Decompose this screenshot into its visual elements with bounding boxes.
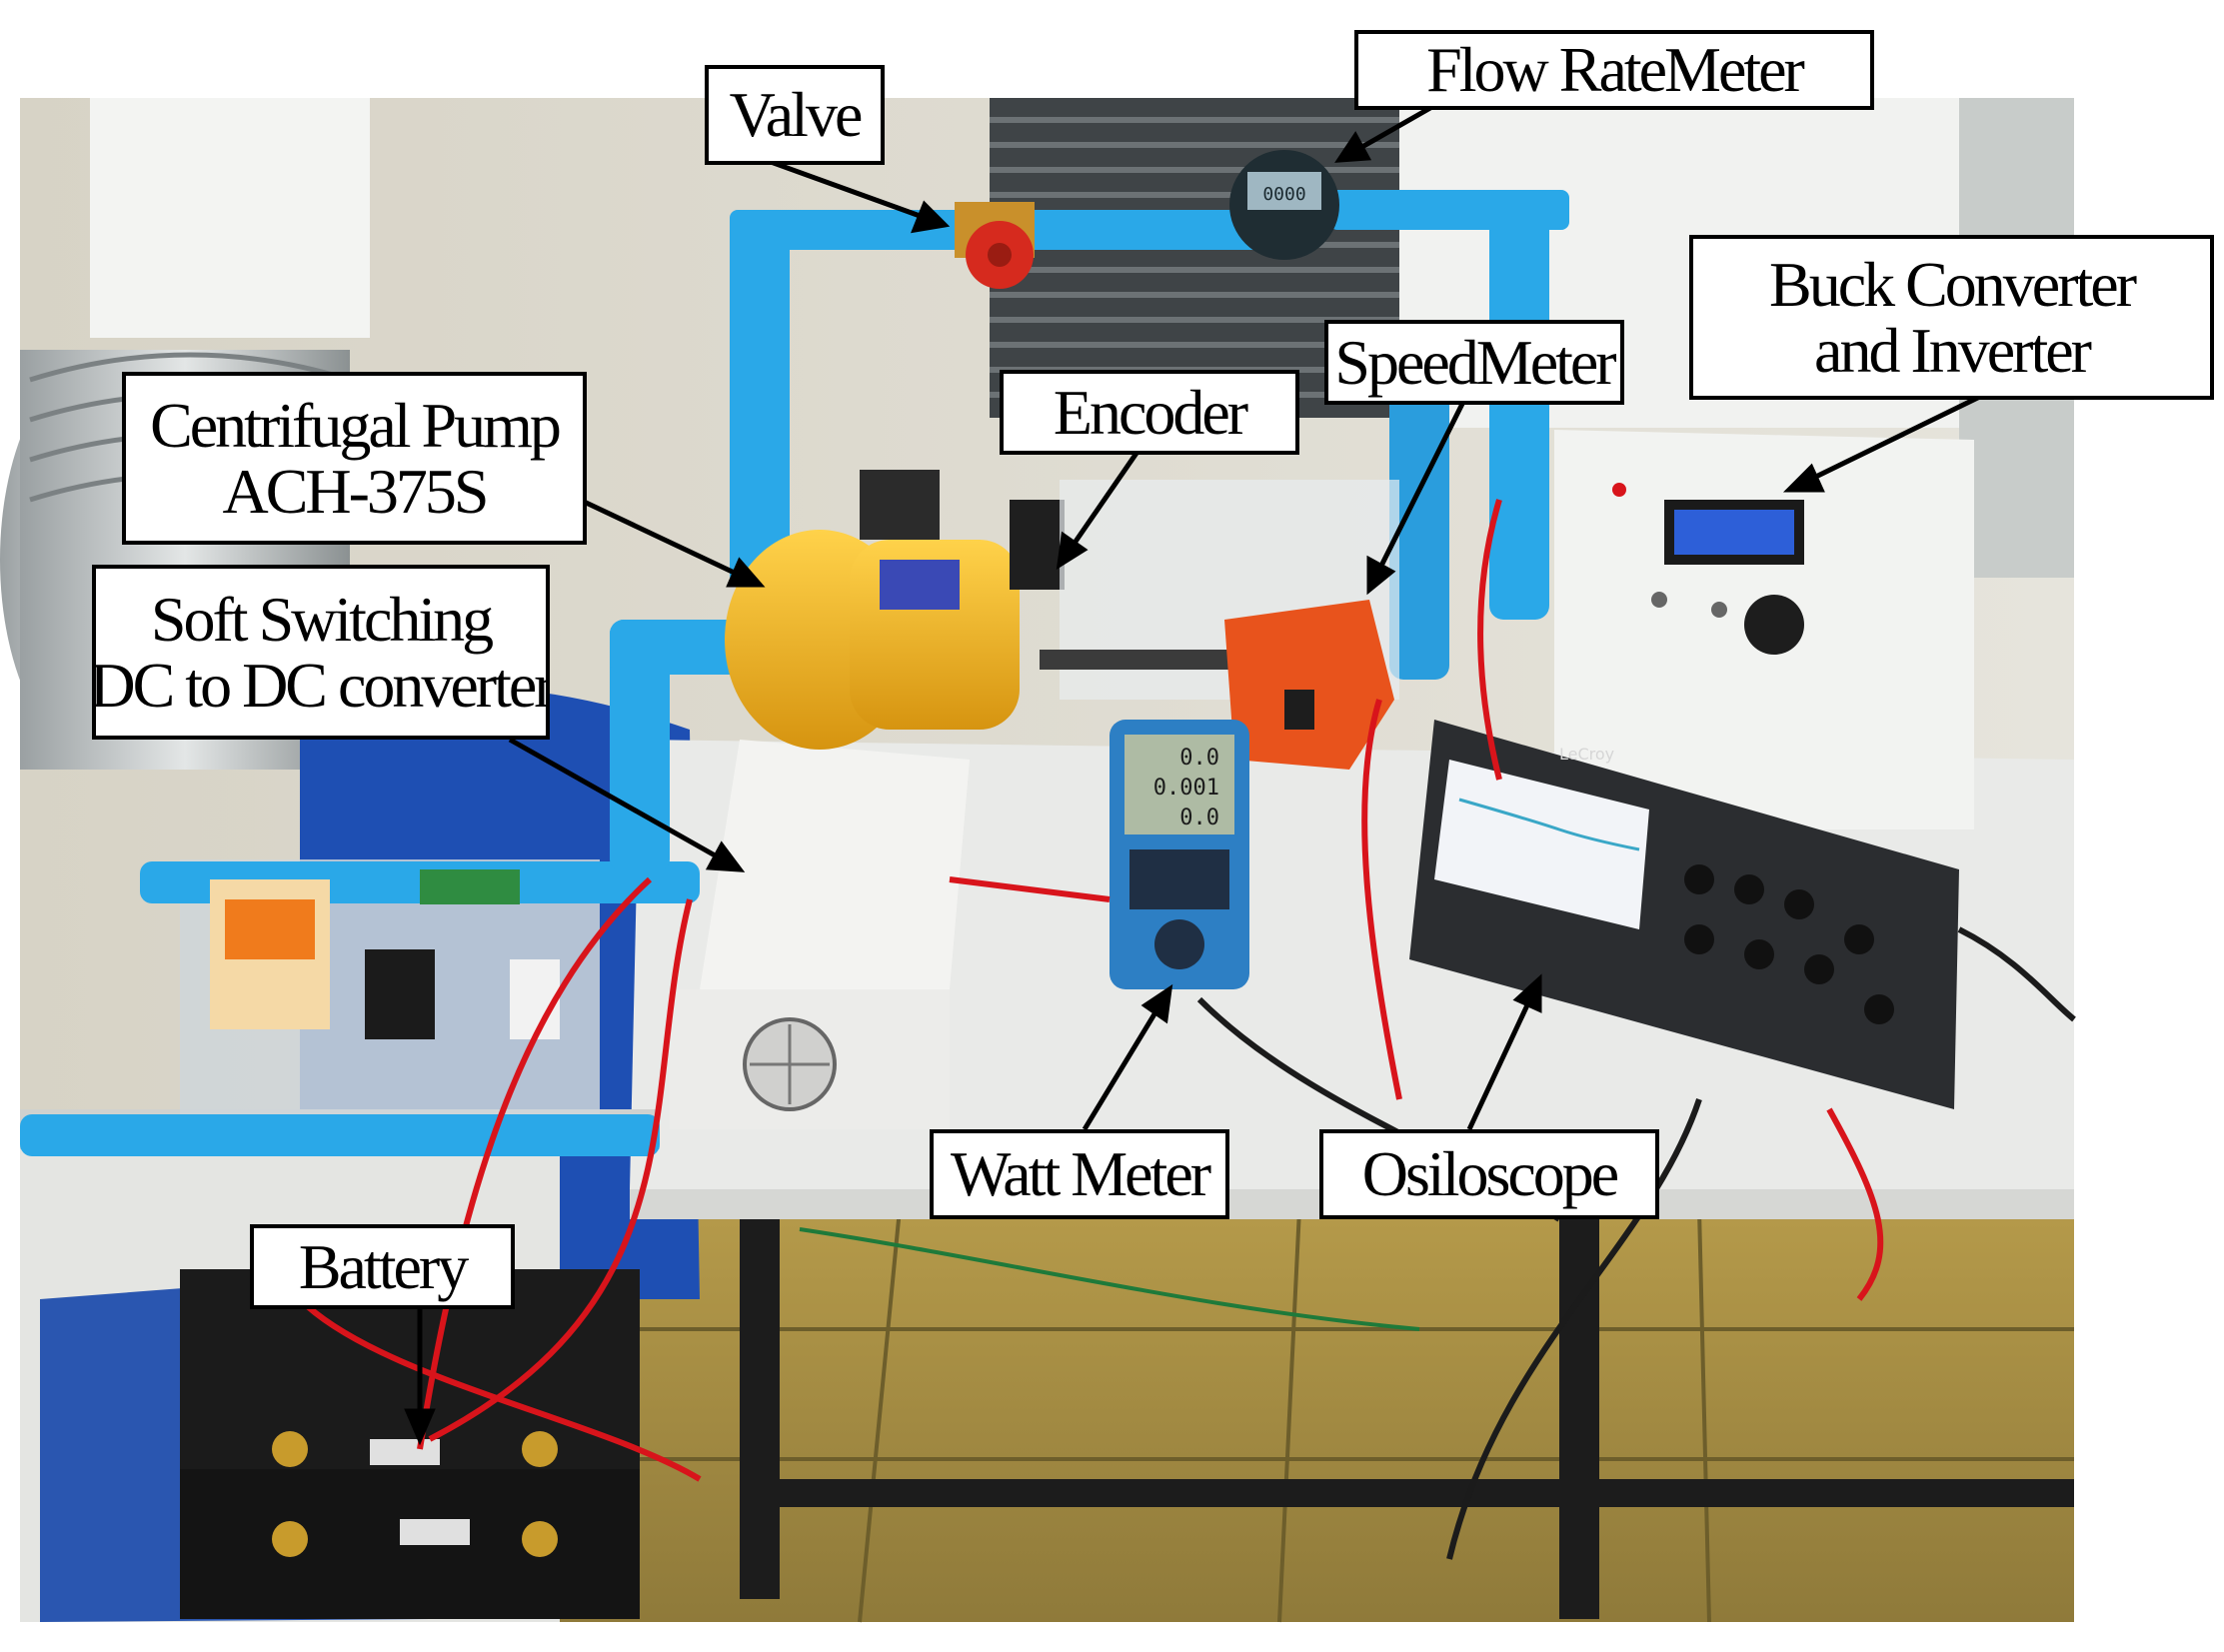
wattmeter-reading-3: 0.0 <box>1179 806 1219 830</box>
watt-meter-label: Watt Meter <box>930 1129 1229 1219</box>
encoder-label: Encoder <box>1000 370 1299 455</box>
flowmeter-reading: 0000 <box>1262 184 1305 205</box>
centrifugal-pump <box>725 470 1065 750</box>
wattmeter-reading-2: 0.001 <box>1153 776 1219 801</box>
floor <box>540 1209 2074 1622</box>
battery-text: Battery <box>298 1230 469 1302</box>
batteries <box>180 1269 640 1619</box>
speed-meter-text: SpeedMeter <box>1334 326 1616 398</box>
oscilloscope-brand: LeCroy <box>1559 745 1614 764</box>
speed-meter-label: SpeedMeter <box>1324 320 1624 405</box>
blue-pipes <box>610 190 1569 869</box>
buck-converter-cabinet <box>1554 430 1974 829</box>
centrifugal-pump-label: Centrifugal Pump ACH-375S <box>122 372 587 545</box>
valve <box>955 202 1035 289</box>
flow-rate-meter-label: Flow RateMeter <box>1354 30 1874 110</box>
buck-converter-text-line1: Buck Converter <box>1769 248 2137 320</box>
soft-switching-panel <box>20 859 700 1156</box>
wattmeter-reading-1: 0.0 <box>1179 746 1219 771</box>
soft-switching-text-line1: Soft Switching <box>150 583 494 655</box>
valve-text: Valve <box>729 79 864 150</box>
osiloscope-label: Osiloscope <box>1319 1129 1659 1219</box>
valve-label: Valve <box>705 65 885 165</box>
flow-meter: 0000 <box>1229 150 1339 260</box>
osiloscope-text: Osiloscope <box>1361 1138 1619 1209</box>
battery-label: Battery <box>250 1224 515 1309</box>
speed-meter-box <box>1224 600 1394 770</box>
soft-switching-label: Soft Switching DC to DC converter <box>92 565 550 740</box>
encoder-text: Encoder <box>1053 376 1248 448</box>
shaft <box>1040 650 1249 670</box>
oscilloscope: LeCroy <box>1409 720 1959 1109</box>
converter-box <box>670 740 970 1129</box>
centrifugal-pump-text-line2: ACH-375S <box>222 455 489 527</box>
centrifugal-pump-text-line1: Centrifugal Pump <box>150 389 562 461</box>
watt-meter-text: Watt Meter <box>950 1138 1211 1209</box>
soft-switching-text-line2: DC to DC converter <box>92 649 550 721</box>
buck-converter-text-line2: and Inverter <box>1814 314 2092 386</box>
watt-meter: 0.0 0.001 0.0 <box>1110 720 1249 989</box>
annotation-arrows <box>404 97 1996 1446</box>
cables <box>297 499 2076 1560</box>
buck-converter-label: Buck Converter and Inverter <box>1689 235 2214 400</box>
flow-rate-meter-text: Flow RateMeter <box>1426 34 1805 105</box>
